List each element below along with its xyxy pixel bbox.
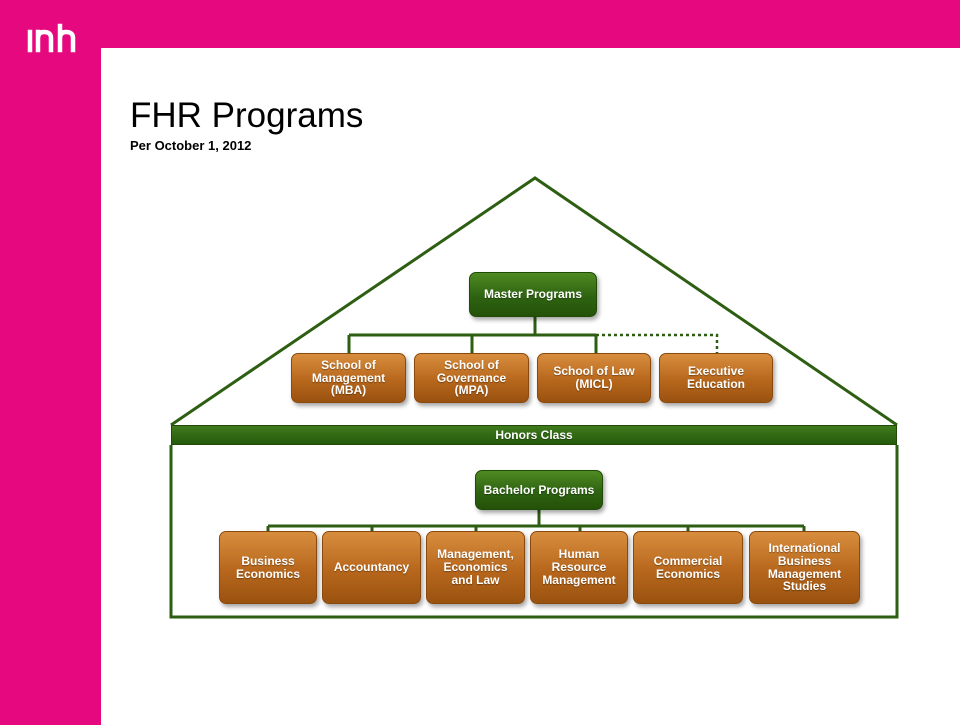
bachelor-program-business-economics: Business Economics	[219, 531, 317, 604]
page-subtitle: Per October 1, 2012	[130, 138, 252, 153]
bachelor-connectors	[266, 510, 806, 531]
inholland-logo-icon	[27, 23, 76, 53]
program-line: International	[768, 540, 841, 555]
master-connectors	[347, 317, 598, 353]
program-line: (MBA)	[330, 383, 367, 398]
honors-class-label: Honors Class	[495, 428, 573, 442]
program-line: Management	[767, 566, 842, 581]
master-program-governance: School of Governance (MPA)	[414, 353, 529, 403]
program-line: Management	[542, 572, 616, 587]
master-programs-label: Master Programs	[483, 287, 583, 302]
bachelor-program-management-economics-law: Management, Economics and Law	[426, 531, 525, 604]
house-frame	[169, 445, 899, 619]
program-line: School of Law	[553, 364, 635, 379]
bachelor-program-international-business: International Business Management Studie…	[749, 531, 860, 604]
program-line: Education	[686, 377, 745, 391]
program-line: (MICL)	[575, 377, 613, 391]
master-program-executive: Executive Education	[659, 353, 773, 403]
master-program-management: School of Management (MBA)	[291, 353, 406, 403]
program-line: Studies	[782, 579, 827, 594]
program-line: Governance	[436, 370, 507, 385]
program-line: Human	[558, 547, 600, 562]
program-line: Commercial	[653, 553, 723, 568]
bachelor-programs-label: Bachelor Programs	[483, 482, 595, 497]
bachelor-program-human-resource-management: Human Resource Management	[530, 531, 628, 604]
program-line: Resource	[551, 560, 607, 575]
bachelor-program-accountancy: Accountancy	[322, 531, 421, 604]
program-line: Management	[311, 370, 386, 385]
program-line: (MPA)	[454, 383, 489, 398]
program-line: Economics	[443, 560, 508, 575]
program-line: Economics	[235, 566, 301, 581]
program-line: School of	[444, 357, 499, 372]
brand-left-bar	[0, 0, 101, 725]
program-line: Business	[241, 553, 295, 568]
brand-top-bar	[0, 0, 960, 48]
program-line: Executive	[687, 364, 745, 379]
program-line: Economics	[655, 566, 720, 581]
master-program-law: School of Law (MICL)	[537, 353, 651, 403]
program-line: Accountancy	[333, 560, 410, 575]
program-line: School of	[321, 357, 376, 372]
program-line: Management,	[437, 547, 514, 562]
bachelor-programs-box: Bachelor Programs	[475, 470, 603, 510]
honors-class-bar: Honors Class	[171, 425, 897, 445]
master-programs-box: Master Programs	[469, 272, 597, 317]
executive-dotted-connector	[596, 333, 719, 353]
page-title: FHR Programs	[130, 96, 364, 135]
bachelor-program-commercial-economics: Commercial Economics	[633, 531, 743, 604]
roof-outline	[170, 176, 898, 427]
program-line: and Law	[451, 572, 500, 587]
program-line: Business	[777, 553, 832, 568]
